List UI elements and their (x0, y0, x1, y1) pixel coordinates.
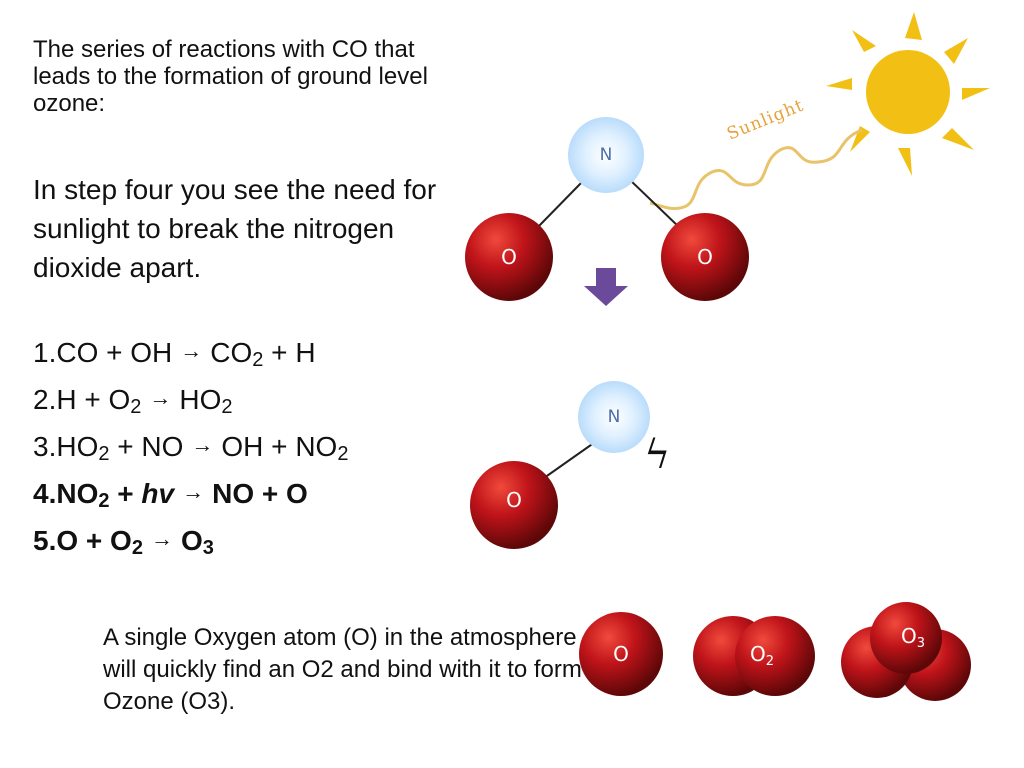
arrow-icon: → (182, 479, 205, 504)
oxygen-label: O (506, 488, 522, 512)
reaction-2: 2.H + O2→HO2 (33, 375, 348, 422)
oxygen-label: O (501, 245, 517, 269)
arrow-icon: → (180, 338, 203, 363)
o3-label: O3 (900, 624, 926, 651)
arrow-icon: → (150, 526, 173, 551)
o3-molecule-atom (870, 602, 942, 674)
oxygen-atom (465, 213, 553, 301)
oxygen-label: O (613, 642, 629, 666)
plus-sign: + (670, 638, 689, 663)
break-symbol-icon: ϟ (644, 432, 671, 478)
arrow-icon: → (191, 432, 214, 457)
reaction-4: 4.NO2 + hv→NO + O (33, 469, 348, 516)
equals-sign: = (818, 640, 837, 665)
intro-text: In step four you see the need for sunlig… (33, 174, 437, 283)
oxygen-atom (579, 612, 663, 696)
note-text: A single Oxygen atom (O) in the atmosphe… (103, 624, 582, 715)
oxygen-label: O (697, 245, 713, 269)
reactions-list: 1.CO + OH→CO2 + H 2.H + O2→HO2 3.HO2 + N… (33, 328, 348, 563)
nitrogen-label: N (607, 407, 621, 427)
down-arrow-icon (584, 268, 628, 306)
sun-icon (826, 12, 990, 176)
arrow-icon: → (149, 385, 172, 410)
reaction-3: 3.HO2 + NO→OH + NO2 (33, 422, 348, 469)
sunlight-ray (649, 128, 863, 210)
nitrogen-label: N (599, 145, 613, 165)
o2-molecule-atom (735, 616, 815, 696)
oxygen-atom (661, 213, 749, 301)
reaction-1: 1.CO + OH→CO2 + H (33, 328, 348, 375)
nitrogen-atom (578, 381, 650, 453)
oxygen-atom (470, 461, 558, 549)
slide-title: The series of reactions with CO that lea… (33, 36, 428, 117)
nitrogen-atom (568, 117, 644, 193)
reaction-5: 5.O + O2→O3 (33, 516, 348, 563)
o2-label: O2 (749, 642, 775, 669)
